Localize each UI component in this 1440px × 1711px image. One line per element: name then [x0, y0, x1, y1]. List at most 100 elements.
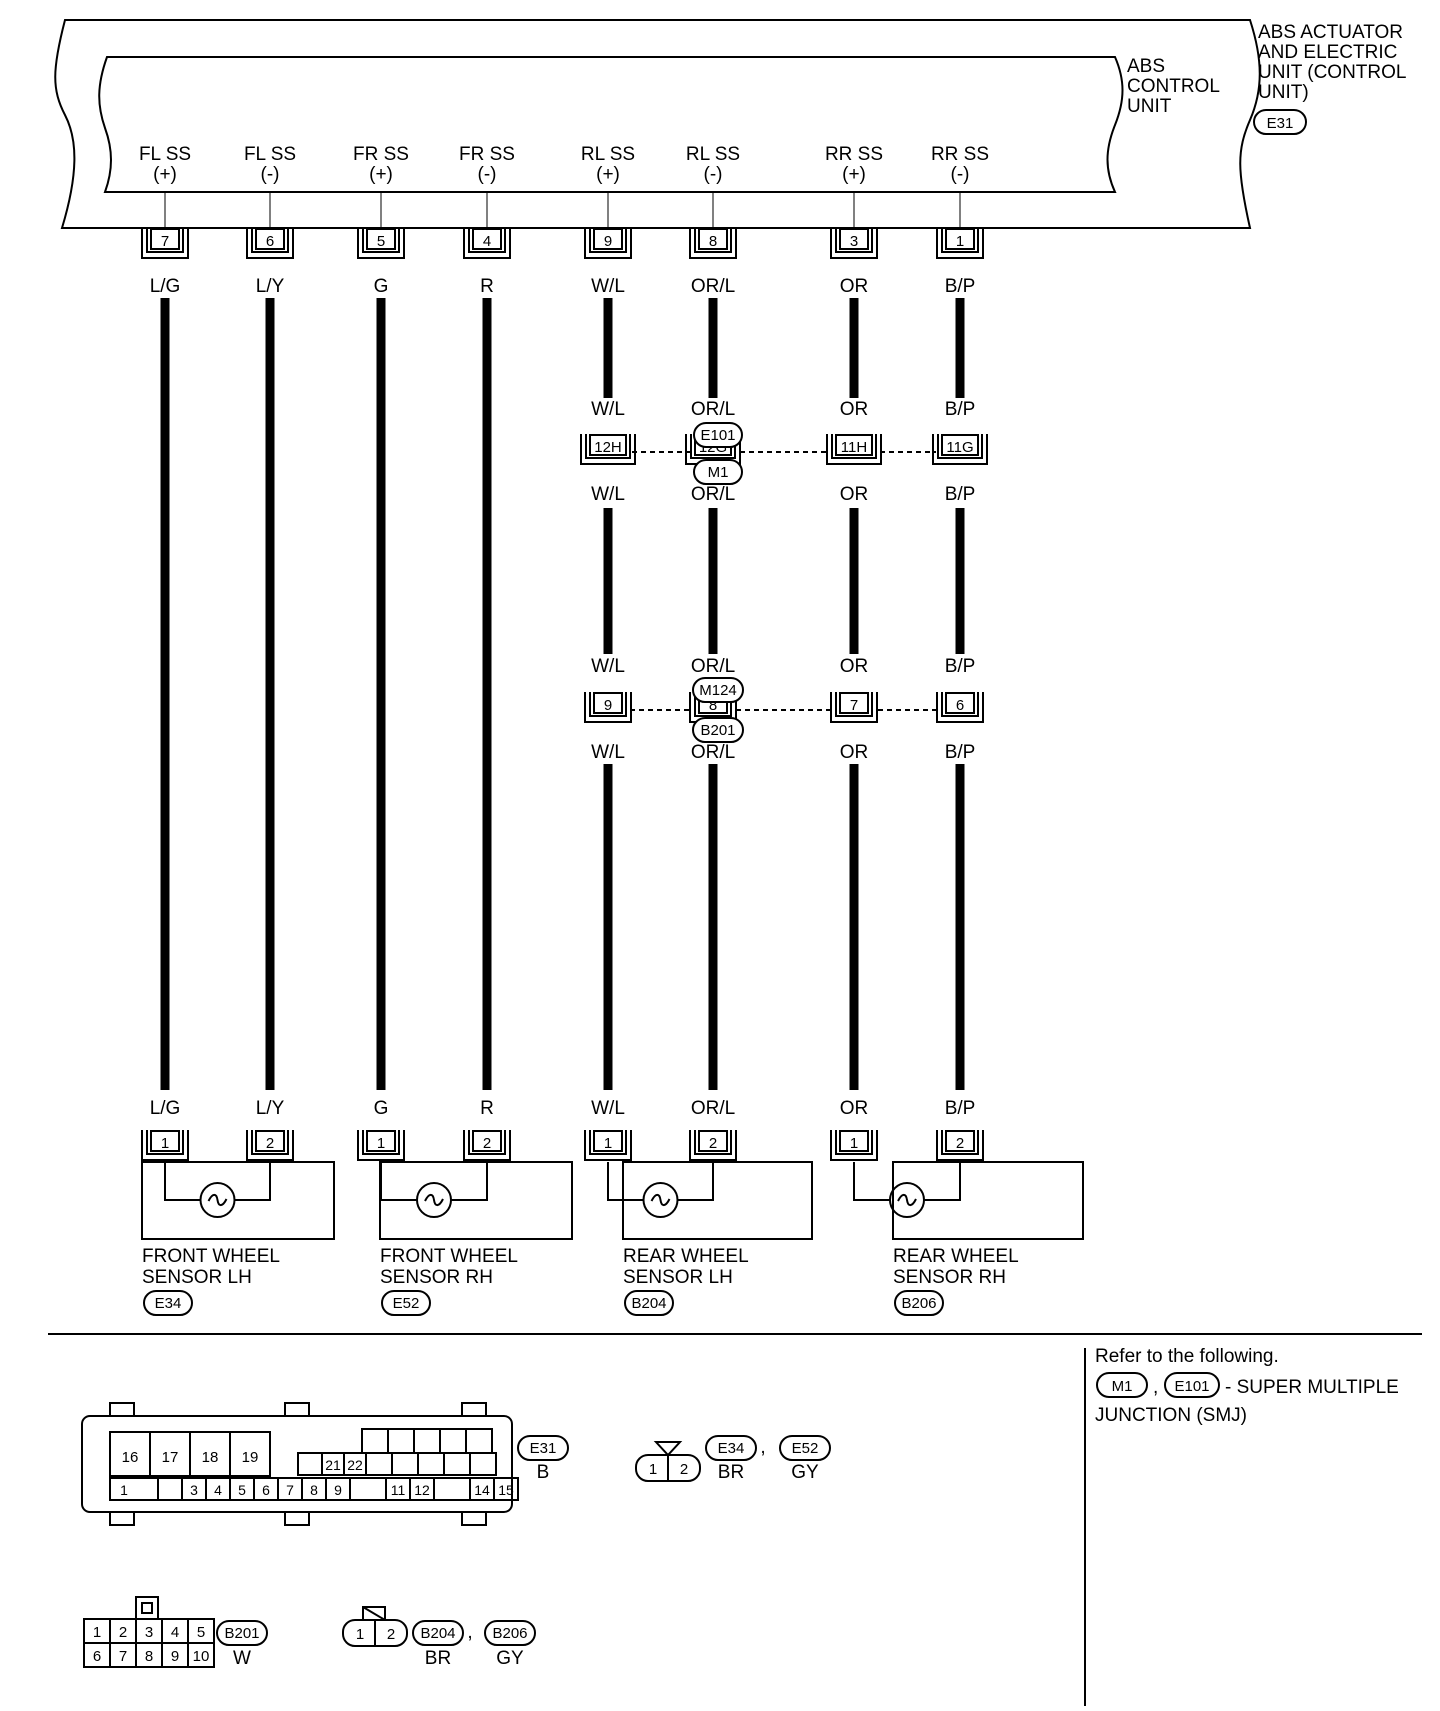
e31-terminal-4-bracket: [468, 228, 506, 253]
junction2-tag-b201-outline: [692, 717, 744, 743]
sensor-3-pin-2-pin: 2: [709, 1135, 717, 1152]
e31-terminal-2-bracket-outer: [246, 228, 294, 259]
sensor-2-name-2: SENSOR RH: [380, 1267, 493, 1288]
wire-color-top-4: R: [480, 276, 494, 297]
e31-terminal-2-box: [255, 228, 285, 250]
terminal-name-5: RL SS: [581, 144, 635, 165]
junction1-tag-e101: E101: [700, 427, 735, 444]
wire-color-j2-upper-7: OR: [840, 656, 869, 677]
e31-terminal-3-box: [366, 228, 396, 250]
actuator-label-4: UNIT): [1258, 82, 1309, 103]
sensor-3-pin-2-bracket-outer: [689, 1130, 737, 1161]
sensor-front-key-icon: [653, 1441, 683, 1457]
e31-pin-bottom-14: 14: [474, 1482, 490, 1498]
wire-color-j1-upper-7: OR: [840, 399, 869, 420]
terminal-polarity-7: (+): [842, 164, 866, 185]
wire-color-j1-lower-6: OR/L: [691, 484, 735, 505]
terminal-polarity-3: (+): [369, 164, 393, 185]
note-tag-m1: M1: [1112, 1378, 1133, 1395]
e31-pin-top-2: 17: [162, 1449, 179, 1466]
junction1-pin-5-pin: 12H: [594, 439, 622, 456]
junction2-tag-m124: M124: [699, 682, 737, 699]
e31-cavity-mid-r-3: [417, 1452, 445, 1476]
wire-color-bottom-1: L/G: [150, 1098, 181, 1119]
note-separator: ,: [1153, 1377, 1158, 1398]
sensor-4-pin-2-bracket: [941, 1130, 979, 1155]
legend-b201-tag-outline: [216, 1620, 268, 1646]
sensor-1-pin-2-bracket: [251, 1130, 289, 1155]
e31-terminal-4-pin: 4: [483, 233, 491, 250]
e31-terminal-3-bracket-outer: [357, 228, 405, 259]
note-tag-e101-outline: [1164, 1372, 1220, 1398]
legend-b201-tag: B201: [224, 1625, 259, 1642]
wire-1: FL SS(+)7L/GL/G: [139, 144, 191, 1119]
e31-pin-bottom-12: 12: [414, 1482, 430, 1498]
sensor-4-coil-lead: [853, 1162, 961, 1201]
sensor-2-pin-1-pin: 1: [377, 1135, 385, 1152]
junction1-tag-m1-outline: [693, 459, 743, 485]
junction1-pin-7-bracket: [831, 434, 877, 459]
junction2-pin-7-box: [839, 692, 869, 714]
legend-b206-tag: B206: [492, 1625, 527, 1642]
sensor-1-pin-1-pin: 1: [161, 1135, 169, 1152]
sensor-front-pin-2: 2: [680, 1461, 688, 1478]
e31-terminal-6-bracket-outer: [689, 228, 737, 259]
wire-color-top-5: W/L: [591, 276, 625, 297]
e31-pin-bottom-8: 8: [310, 1482, 318, 1498]
sensor-2-name-1: FRONT WHEEL: [380, 1246, 518, 1267]
junction2-pin-6-bracket: [694, 692, 732, 717]
sensor-2-ac-symbol-icon: [416, 1182, 452, 1218]
sensor-4-connector-tag-outline: [894, 1290, 944, 1316]
junction2-pin-8-pin: 6: [956, 697, 964, 714]
terminal-name-3: FR SS: [353, 144, 409, 165]
junction1-tag-e101-outline: [693, 422, 743, 448]
wire-group: FL SS(+)7L/GL/GFL SS(-)6L/YL/YFR SS(+)5G…: [139, 144, 1084, 1316]
actuator-label-2: AND ELECTRIC: [1258, 42, 1397, 63]
wire-color-top-3: G: [374, 276, 389, 297]
e31-terminal-3-pin: 5: [377, 233, 385, 250]
wire-color-j1-lower-7: OR: [840, 484, 869, 505]
note-tag-e101: E101: [1174, 1378, 1209, 1395]
wire-color-bottom-5: W/L: [591, 1098, 625, 1119]
junction2-pin-7-bracket-outer: [830, 692, 878, 723]
terminal-name-8: RR SS: [931, 144, 989, 165]
sensor-4-connector-tag: B206: [901, 1295, 936, 1312]
sensor-1-pin-2-pin: 2: [266, 1135, 274, 1152]
b201-pin-row2-4: 9: [171, 1648, 179, 1665]
wire-2: FL SS(-)6L/YL/Y: [244, 144, 296, 1119]
junction1-pin-5-box: [589, 434, 627, 456]
wire-color-j1-lower-8: B/P: [945, 484, 976, 505]
legend-b206-tag-outline: [484, 1620, 536, 1646]
wire-color-bottom-4: R: [480, 1098, 494, 1119]
b201-pin-row2-3: 8: [145, 1648, 153, 1665]
e31-terminal-4-box: [472, 228, 502, 250]
sensor-4-name-2: SENSOR RH: [893, 1267, 1006, 1288]
junction2-tag-m124-outline: [692, 677, 744, 703]
terminal-polarity-5: (+): [596, 164, 620, 185]
junction1-pin-7-bracket-outer: [826, 434, 882, 465]
sensor-rear-pin-1: 1: [356, 1626, 364, 1643]
wire-color-j1-upper-6: OR/L: [691, 399, 735, 420]
legend-e31-color: B: [537, 1462, 550, 1483]
sensor-1-sine-icon: [207, 1193, 228, 1207]
sensor-3-name-2: SENSOR LH: [623, 1267, 733, 1288]
sensor-2-coil-lead: [380, 1162, 488, 1201]
e31-cavity-bottom-1: [109, 1477, 159, 1501]
e31-pin-bottom-4: 4: [214, 1482, 222, 1498]
e31-pin-mid-2: 22: [347, 1457, 363, 1473]
e31-terminal-5-bracket-outer: [584, 228, 632, 259]
terminal-name-6: RL SS: [686, 144, 740, 165]
terminal-name-2: FL SS: [244, 144, 296, 165]
e31-terminal-7-box: [839, 228, 869, 250]
b201-pin-row2-1: 6: [93, 1648, 101, 1665]
e31-cavity-mid-r-5: [469, 1452, 497, 1476]
wire-color-top-2: L/Y: [256, 276, 285, 297]
legend-b204-tag: B204: [420, 1625, 455, 1642]
terminal-polarity-2: (-): [261, 164, 280, 185]
e31-terminal-4-bracket-outer: [463, 228, 511, 259]
note-line-1: Refer to the following.: [1095, 1346, 1279, 1367]
